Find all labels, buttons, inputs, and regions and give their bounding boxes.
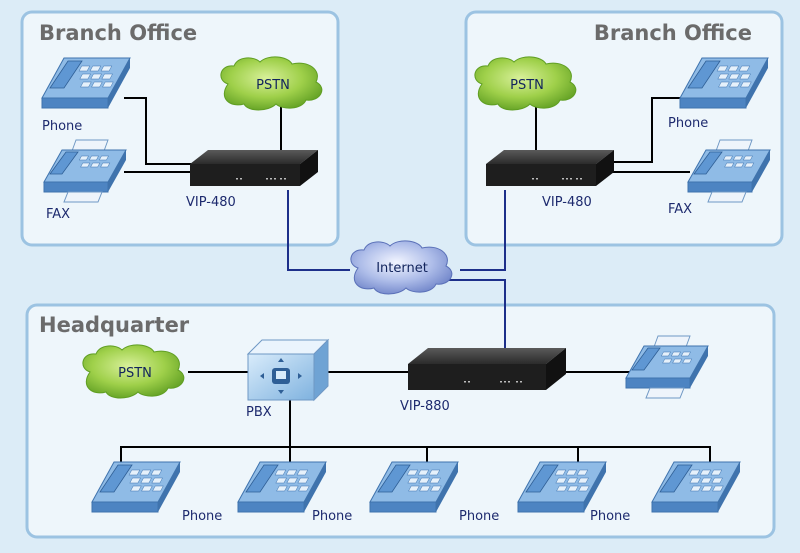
pstn-label: PSTN bbox=[510, 78, 544, 93]
pstn-cloud-hq: PSTN bbox=[82, 344, 185, 399]
pbx-phone-icon bbox=[260, 358, 302, 394]
pstn-label: PSTN bbox=[256, 78, 290, 93]
fax-label: FAX bbox=[46, 207, 70, 222]
vip-880-gateway bbox=[408, 348, 566, 390]
phone-label: Phone bbox=[182, 509, 222, 524]
headquarter-title: Headquarter bbox=[39, 313, 190, 337]
phone-label: Phone bbox=[668, 116, 708, 131]
branch-office-left-title: Branch Office bbox=[39, 21, 197, 45]
fax-label: FAX bbox=[668, 202, 692, 217]
phone-label: Phone bbox=[459, 509, 499, 524]
pstn-label: PSTN bbox=[118, 366, 152, 381]
phone-label: Phone bbox=[42, 119, 82, 134]
phone-label: Phone bbox=[590, 509, 630, 524]
branch-office-right-title: Branch Office bbox=[594, 21, 752, 45]
vip-480-gateway-right bbox=[486, 150, 614, 186]
vip-480-label-right: VIP-480 bbox=[542, 195, 592, 210]
pbx-device bbox=[246, 338, 330, 402]
vip-480-label-left: VIP-480 bbox=[186, 195, 236, 210]
phone-label: Phone bbox=[312, 509, 352, 524]
internet-cloud: Internet bbox=[350, 240, 453, 295]
branch-office-right-panel bbox=[464, 10, 784, 247]
pstn-cloud-right: PSTN bbox=[474, 56, 577, 111]
pbx-label: PBX bbox=[246, 405, 272, 420]
pstn-cloud-left: PSTN bbox=[220, 56, 323, 111]
internet-label: Internet bbox=[376, 261, 428, 276]
vip-480-gateway-left bbox=[190, 150, 318, 186]
vip-880-label: VIP-880 bbox=[400, 399, 450, 414]
